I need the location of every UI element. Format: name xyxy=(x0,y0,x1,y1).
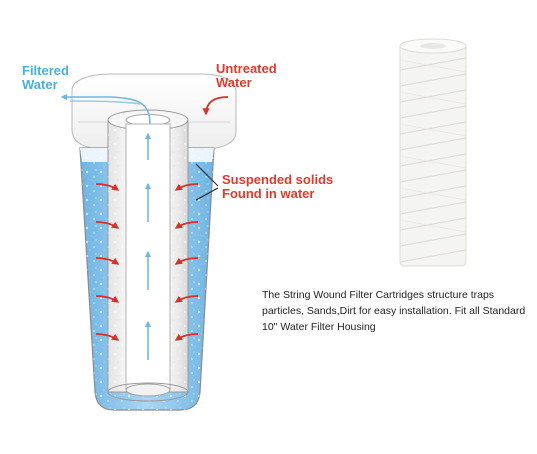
outlet-arrows xyxy=(60,93,151,125)
filtered-water-label-line2: Water xyxy=(22,77,58,92)
product-description: The String Wound Filter Cartridges struc… xyxy=(262,289,526,333)
string-wound-cartridge-photo xyxy=(399,38,467,267)
solids-pointer-lines xyxy=(195,163,219,201)
inflow-arrows xyxy=(95,183,199,341)
inlet-arrow xyxy=(202,96,229,116)
suspended-solids-label: Suspended solids Found in water xyxy=(222,173,333,201)
untreated-water-label: Untreated Water xyxy=(216,62,277,90)
untreated-water-label-line1: Untreated xyxy=(216,61,277,76)
suspended-solids-label-line2: Found in water xyxy=(222,186,315,201)
untreated-water-label-line2: Water xyxy=(216,75,252,90)
filtered-water-label: Filtered Water xyxy=(22,64,69,92)
suspended-solids-label-line1: Suspended solids xyxy=(222,172,334,187)
filtered-water-label-line1: Filtered xyxy=(22,63,69,78)
